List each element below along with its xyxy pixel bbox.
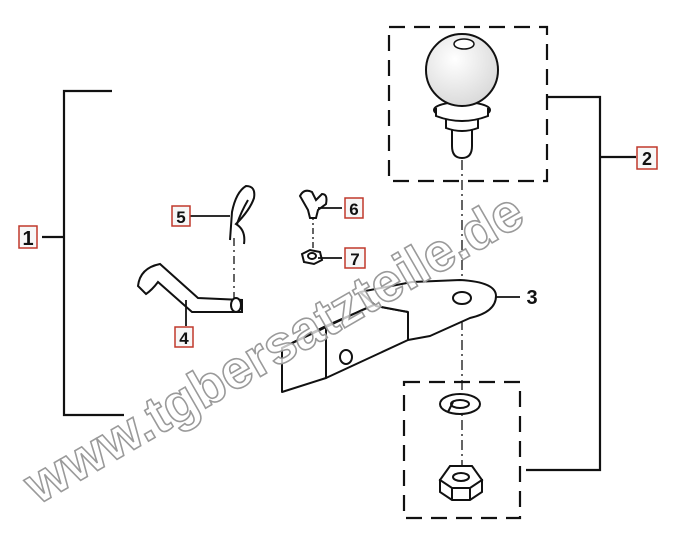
svg-text:7: 7	[350, 250, 359, 269]
group-2-bracket	[526, 95, 636, 472]
callout-2: 2	[636, 146, 658, 170]
svg-text:1: 1	[22, 228, 33, 250]
lock-washer	[439, 393, 481, 415]
r-clip	[229, 184, 256, 245]
svg-text:5: 5	[176, 208, 185, 227]
tow-ball-dashed-frame	[387, 25, 549, 183]
l-pin	[136, 262, 243, 313]
hitch-bar	[281, 279, 497, 393]
svg-text:3: 3	[526, 287, 537, 309]
hex-nut	[438, 465, 484, 501]
svg-text:4: 4	[179, 329, 189, 348]
callout-4: 4	[174, 326, 194, 348]
group-1-bracket	[42, 89, 124, 417]
callout-3: 3	[526, 287, 537, 309]
callout-1: 1	[18, 225, 38, 250]
svg-text:6: 6	[349, 200, 358, 219]
wing-bolt	[298, 189, 328, 219]
leader-lines	[185, 207, 520, 326]
callout-5: 5	[171, 205, 191, 227]
callout-6: 6	[344, 197, 364, 219]
svg-text:2: 2	[642, 149, 652, 169]
small-nut	[300, 248, 324, 266]
callout-7: 7	[344, 247, 366, 269]
tow-ball	[425, 33, 499, 160]
